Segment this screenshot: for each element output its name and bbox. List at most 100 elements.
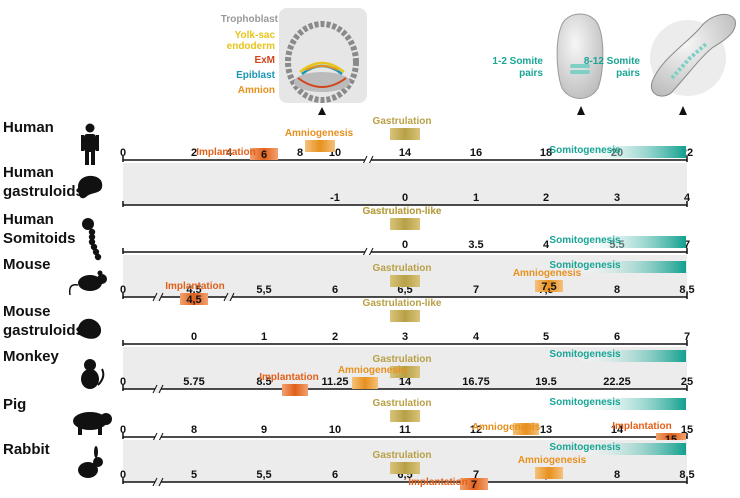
row-human-somitoids: HumanSomitoids03.545.57Gastrulation-like… xyxy=(3,206,690,257)
implantation-bar xyxy=(460,478,488,490)
gastrulation-bar xyxy=(390,410,420,422)
axis-break-mark xyxy=(362,247,374,257)
rabbit-head xyxy=(93,457,103,467)
tick-label: 13 xyxy=(540,424,552,436)
amniogenesis-label: Amniogenesis xyxy=(285,128,354,139)
pig-body xyxy=(73,412,107,430)
species-name: gastruloids xyxy=(3,322,84,339)
tick-label: 0 xyxy=(402,192,408,204)
tick-label: 8,5 xyxy=(679,284,694,296)
legend-somite812-2: pairs xyxy=(616,68,640,79)
somitogenesis-bar xyxy=(582,398,686,410)
tick-label: 0 xyxy=(120,147,126,159)
amnion-line xyxy=(305,65,339,71)
human-icon xyxy=(81,123,99,165)
tick-label: 3 xyxy=(402,331,408,343)
species-name: Somitoids xyxy=(3,230,76,247)
mouse-tail xyxy=(68,283,79,296)
gastrulation-bar xyxy=(390,218,420,230)
gastrulation-bar xyxy=(390,128,420,140)
somitogenesis-event: Somitogenesis xyxy=(549,260,686,273)
gastrulation-event: Gastrulation xyxy=(373,398,431,422)
tick-label: 8 xyxy=(614,469,620,481)
amniogenesis-event: Amniogenesis xyxy=(338,365,407,389)
somitogenesis-label: Somitogenesis xyxy=(549,145,621,156)
row-rabbit: Rabbit055,566,577,588,5GastrulationImpla… xyxy=(3,440,695,491)
tick-label: 12 xyxy=(470,424,482,436)
axis-break-gap xyxy=(365,248,371,256)
tick-label: 0 xyxy=(120,376,126,388)
mouse-ear xyxy=(97,270,103,276)
amniogenesis-bar xyxy=(513,423,539,435)
somite-mark-1 xyxy=(570,64,590,68)
monkey-body xyxy=(81,369,99,389)
tick-label: 8 xyxy=(614,284,620,296)
tick-label: 4 xyxy=(226,147,233,159)
legend-yolksac-1: Yolk-sac xyxy=(235,30,276,41)
amniogenesis-event: Amniogenesis xyxy=(285,128,354,152)
tick-label: 7 xyxy=(684,239,690,251)
human-head xyxy=(85,123,95,133)
tick-label: 7 xyxy=(684,331,690,343)
somitogenesis-label: Somitogenesis xyxy=(549,349,621,360)
tick-label: 1 xyxy=(473,192,479,204)
axis-break-mark xyxy=(223,292,235,302)
implantation-bar-value: 4,5 xyxy=(186,294,201,306)
somitogenesis-bar xyxy=(582,350,686,362)
tick-label: 8,5 xyxy=(679,469,694,481)
mouse-icon xyxy=(68,270,107,296)
legend-epiblast: Epiblast xyxy=(236,70,276,81)
species-name: Monkey xyxy=(3,348,60,365)
implantation-label: Implantation xyxy=(196,147,255,158)
tick-label: 3.5 xyxy=(468,239,483,251)
axis-break-gap xyxy=(226,293,232,301)
tick-label: 5 xyxy=(543,331,549,343)
somitoid-bead xyxy=(88,238,96,246)
tick-label: 1 xyxy=(261,331,267,343)
tick-label: 5 xyxy=(191,469,197,481)
implantation-bar xyxy=(250,148,278,160)
gastrulation-event: Gastrulation xyxy=(373,116,432,140)
amniogenesis-bar-value: 7,5 xyxy=(541,281,556,293)
gastruloid-shape xyxy=(78,175,103,199)
monkey-tail xyxy=(97,368,105,386)
mouse-body xyxy=(78,275,102,291)
gastrulation-label: Gastrulation-like xyxy=(363,206,442,217)
gastrulation-event: Gastrulation xyxy=(373,354,431,378)
implantation-label: Implantation xyxy=(612,421,671,432)
amniogenesis-bar xyxy=(305,140,335,152)
mouse-gastruloids-icon xyxy=(77,318,102,339)
tick-label: 0 xyxy=(120,424,126,436)
somitogenesis-event: Somitogenesis xyxy=(549,145,686,158)
human-torso xyxy=(84,134,96,152)
implantation-bar xyxy=(282,384,308,396)
legend-somite812-1: 8-12 Somite xyxy=(584,56,641,67)
species-name: Pig xyxy=(3,396,26,413)
amniogenesis-bar xyxy=(535,280,563,292)
amniogenesis-event: Amniogenesis xyxy=(472,422,541,435)
axis-break-gap xyxy=(155,385,161,393)
amniogenesis-bar xyxy=(352,377,378,389)
somitoid-head xyxy=(82,218,94,230)
gastrulation-bar xyxy=(390,275,420,287)
implantation-event: Implantation xyxy=(259,372,319,396)
somitogenesis-event: Somitogenesis xyxy=(549,442,686,455)
tick-label: 7 xyxy=(473,469,479,481)
gastrulation-label: Gastrulation-like xyxy=(363,206,442,217)
tick-label: 5,5 xyxy=(256,284,271,296)
somitogenesis-label: Somitogenesis xyxy=(549,235,621,246)
rabbit-icon xyxy=(78,446,103,478)
gastrulation-label: Gastrulation xyxy=(373,116,432,127)
somitoid-bead xyxy=(88,228,96,236)
tick-label: 5.75 xyxy=(183,376,204,388)
implantation-bar xyxy=(180,293,208,305)
gastrulation-label: Gastrulation xyxy=(373,263,432,274)
species-name: Human xyxy=(3,164,54,181)
species-name: Mouse xyxy=(3,256,51,273)
pig-head xyxy=(100,413,112,425)
